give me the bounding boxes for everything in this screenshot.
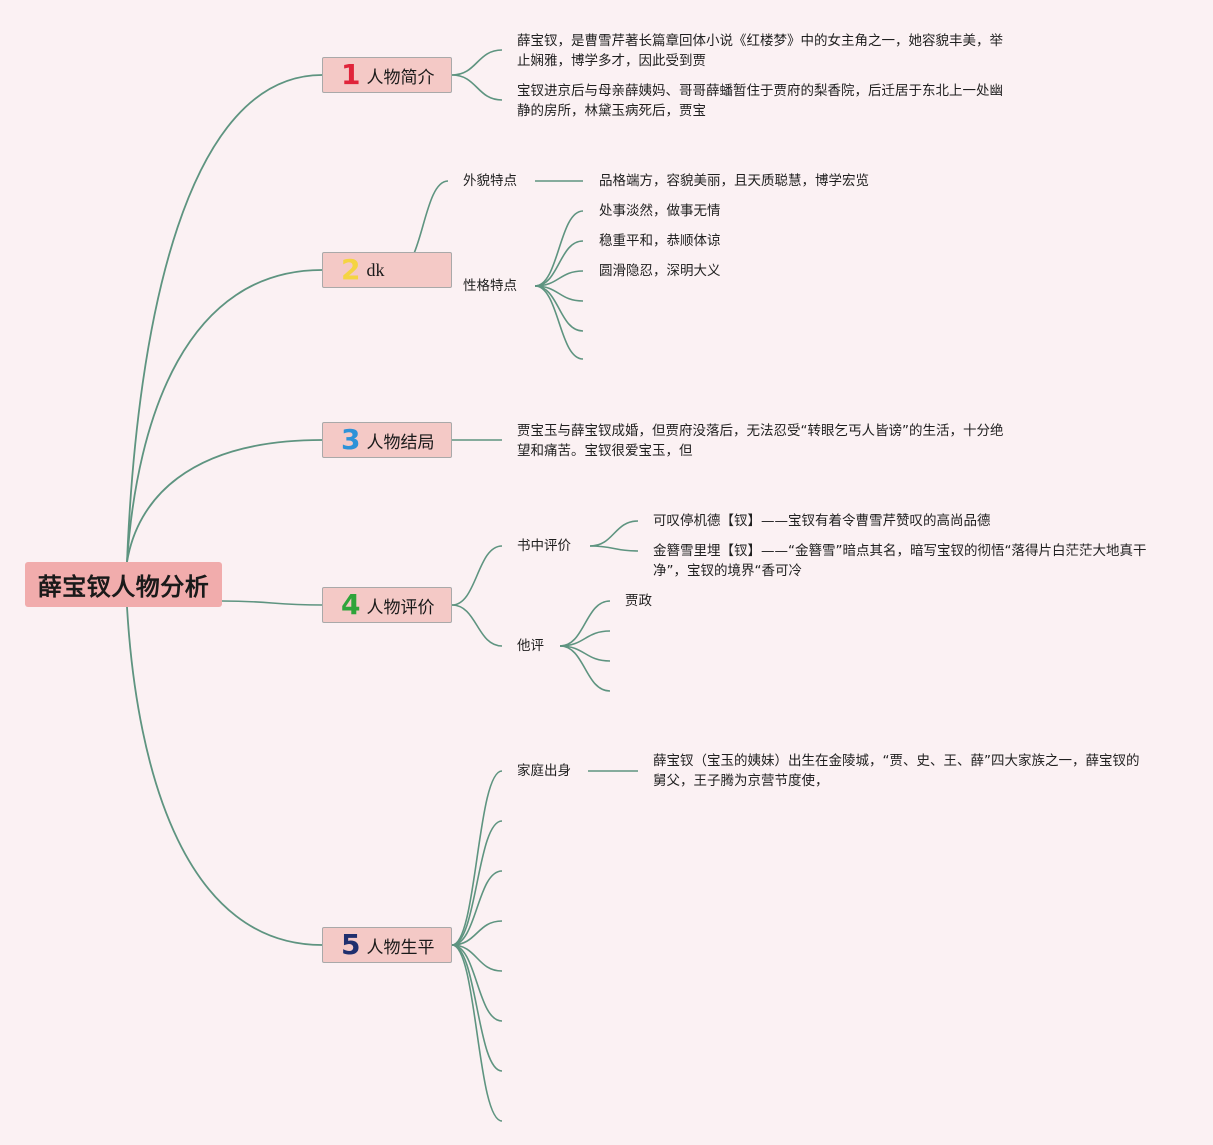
connector-line: [451, 920, 503, 946]
topic-node-intro[interactable]: 1 人物简介: [322, 57, 452, 93]
leaf-text[interactable]: 金簪雪里埋【钗】——“金簪雪”暗点其名，暗写宝钗的彻悟“落得片白茫茫大地真干净”…: [653, 543, 1147, 579]
connector-line: [589, 545, 639, 552]
root-title: 薛宝钗人物分析: [37, 573, 210, 601]
topic-label-ending: 人物结局: [366, 432, 435, 453]
leaf-text[interactable]: 可叹停机德【钗】——宝钗有着令曹雪芹赞叹的高尚品德: [653, 513, 991, 529]
connector-line: [451, 870, 503, 946]
topic-number-3: 3: [341, 423, 361, 456]
connector-line: [451, 49, 503, 76]
topic-label-evaluation: 人物评价: [366, 597, 435, 618]
connector-line: [451, 820, 503, 946]
leaf-text[interactable]: 贾政: [625, 593, 652, 609]
root-node[interactable]: 薛宝钗人物分析: [25, 562, 222, 607]
topic-number-2: 2: [341, 253, 361, 286]
root-connector-line: [221, 600, 323, 606]
leaf-text[interactable]: 圆滑隐忍，深明大义: [599, 263, 721, 279]
topic-label-intro: 人物简介: [366, 67, 435, 88]
subtopic-label[interactable]: 外貌特点: [463, 173, 517, 189]
root-connector-line: [126, 439, 323, 563]
connector-line: [559, 645, 611, 692]
root-connector-line: [126, 269, 323, 563]
connector-line: [451, 944, 503, 1122]
topic-node-evaluation[interactable]: 4 人物评价: [322, 587, 452, 623]
subtopic-label[interactable]: 书中评价: [517, 538, 571, 554]
topic-number-5: 5: [341, 928, 361, 961]
subtopic-label[interactable]: 他评: [517, 638, 544, 654]
topic-number-4: 4: [341, 588, 361, 621]
subtopic-label[interactable]: 性格特点: [463, 278, 517, 294]
leaf-text[interactable]: 处事淡然，做事无情: [599, 203, 721, 219]
topic-node-ending[interactable]: 3 人物结局: [322, 422, 452, 458]
connector-line: [451, 604, 503, 647]
connector-line: [534, 285, 584, 360]
root-connector-line: [126, 74, 323, 563]
leaf-text[interactable]: 品格端方，容貌美丽，且天质聪慧，博学宏览: [599, 173, 869, 189]
topic-node-life[interactable]: 5 人物生平: [322, 927, 452, 963]
connector-line: [534, 210, 584, 287]
connector-line: [559, 600, 611, 647]
connector-line: [451, 944, 503, 972]
topic-number-1: 1: [341, 58, 361, 91]
topic-label-dk: dk: [366, 259, 385, 280]
leaf-text[interactable]: 薛宝钗，是曹雪芹著长篇章回体小说《红楼梦》中的女主角之一，她容貌丰美，举止娴雅，…: [517, 33, 1003, 69]
topic-node-dk[interactable]: 2 dk: [322, 252, 452, 288]
root-connector-line: [126, 606, 323, 946]
leaf-text[interactable]: 薛宝钗（宝玉的姨妹）出生在金陵城，“贾、史、王、薛”四大家族之一，薛宝钗的舅父，…: [653, 753, 1140, 789]
leaf-text[interactable]: 宝钗进京后与母亲薛姨妈、哥哥薛蟠暂住于贾府的梨香院，后迁居于东北上一处幽静的房所…: [517, 83, 1003, 119]
connector-line: [534, 240, 584, 287]
topic-label-life: 人物生平: [366, 937, 435, 958]
leaf-text[interactable]: 稳重平和，恭顺体谅: [599, 233, 721, 249]
leaf-text[interactable]: 贾宝玉与薛宝钗成婚，但贾府没落后，无法忍受“转眼乞丐人皆谤”的生活，十分绝望和痛…: [517, 423, 1004, 459]
connector-line: [451, 944, 503, 1022]
connector-line: [451, 770, 503, 946]
connector-line: [451, 944, 503, 1072]
connector-line: [451, 74, 503, 101]
connector-line: [451, 545, 503, 606]
subtopic-label[interactable]: 家庭出身: [517, 763, 571, 779]
connector-line: [589, 520, 639, 547]
